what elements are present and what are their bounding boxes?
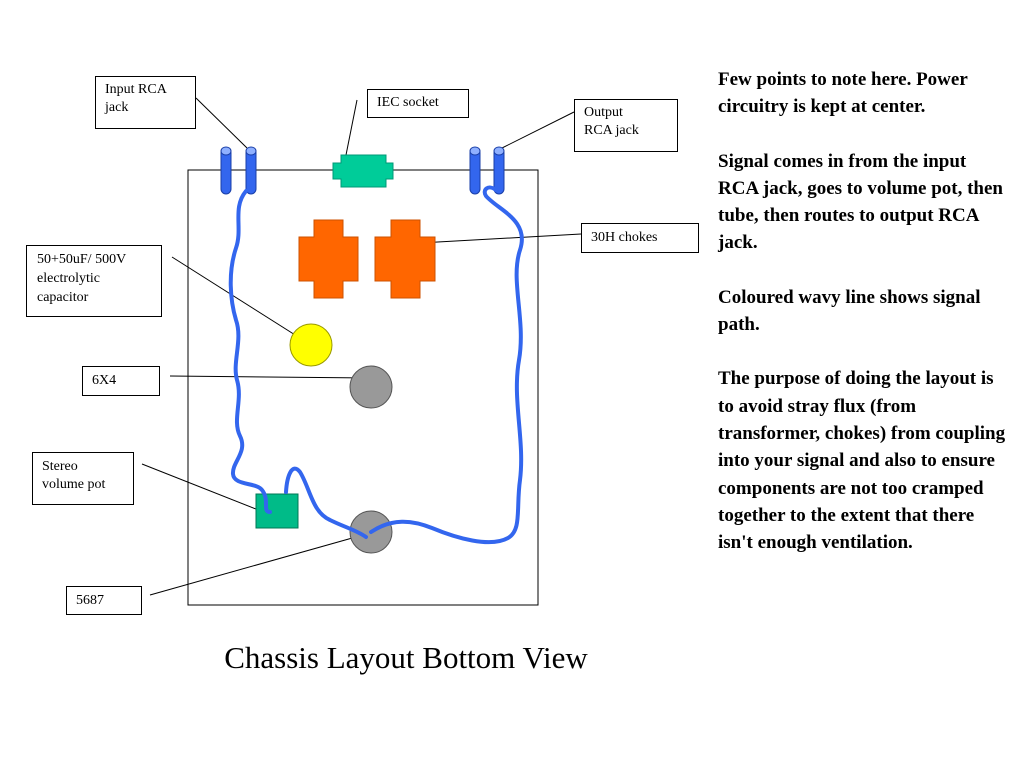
label-volume-pot: Stereo volume pot	[32, 452, 134, 505]
tube-6x4	[349, 365, 393, 409]
input-rca-jack-left-top	[220, 146, 232, 156]
electrolytic-capacitor	[289, 323, 333, 367]
leader-5687	[149, 532, 371, 596]
label-output-rca-jack: Output RCA jack	[574, 99, 678, 152]
note-paragraph: Coloured wavy line shows signal path.	[718, 286, 981, 336]
label-5687: 5687	[66, 586, 142, 615]
note-paragraph: The purpose of doing the layout is to av…	[718, 368, 1006, 554]
leader-6x4	[169, 375, 372, 379]
input-rca-jacks	[220, 146, 257, 195]
label-chokes: 30H chokes	[581, 223, 699, 253]
leader-input-rca	[195, 97, 248, 149]
choke-left	[298, 219, 359, 299]
label-input-rca-jack: Input RCA jack	[95, 76, 196, 129]
leader-capacitor	[171, 256, 312, 346]
input-rca-jack-right-top	[245, 146, 257, 156]
output-rca-jacks	[469, 146, 505, 195]
iec-socket	[332, 154, 394, 188]
notes-panel: Few points to note here. Power circuitry…	[718, 66, 1008, 583]
leader-iec	[345, 99, 358, 156]
diagram-title: Chassis Layout Bottom View	[224, 640, 588, 675]
signal-path	[228, 185, 524, 545]
label-6x4: 6X4	[82, 366, 160, 396]
choke-right	[374, 219, 436, 299]
output-rca-jack-left-top	[469, 146, 481, 156]
stereo-volume-pot	[255, 493, 299, 529]
leader-output-rca	[501, 111, 575, 149]
label-capacitor: 50+50uF/ 500V electrolytic capacitor	[26, 245, 162, 317]
label-iec-socket: IEC socket	[367, 89, 469, 118]
leader-volume-pot	[141, 463, 267, 514]
note-paragraph: Signal comes in from the input RCA jack,…	[718, 150, 1003, 254]
output-rca-jack-right-top	[493, 146, 505, 156]
note-paragraph: Few points to note here. Power circuitry…	[718, 69, 968, 118]
